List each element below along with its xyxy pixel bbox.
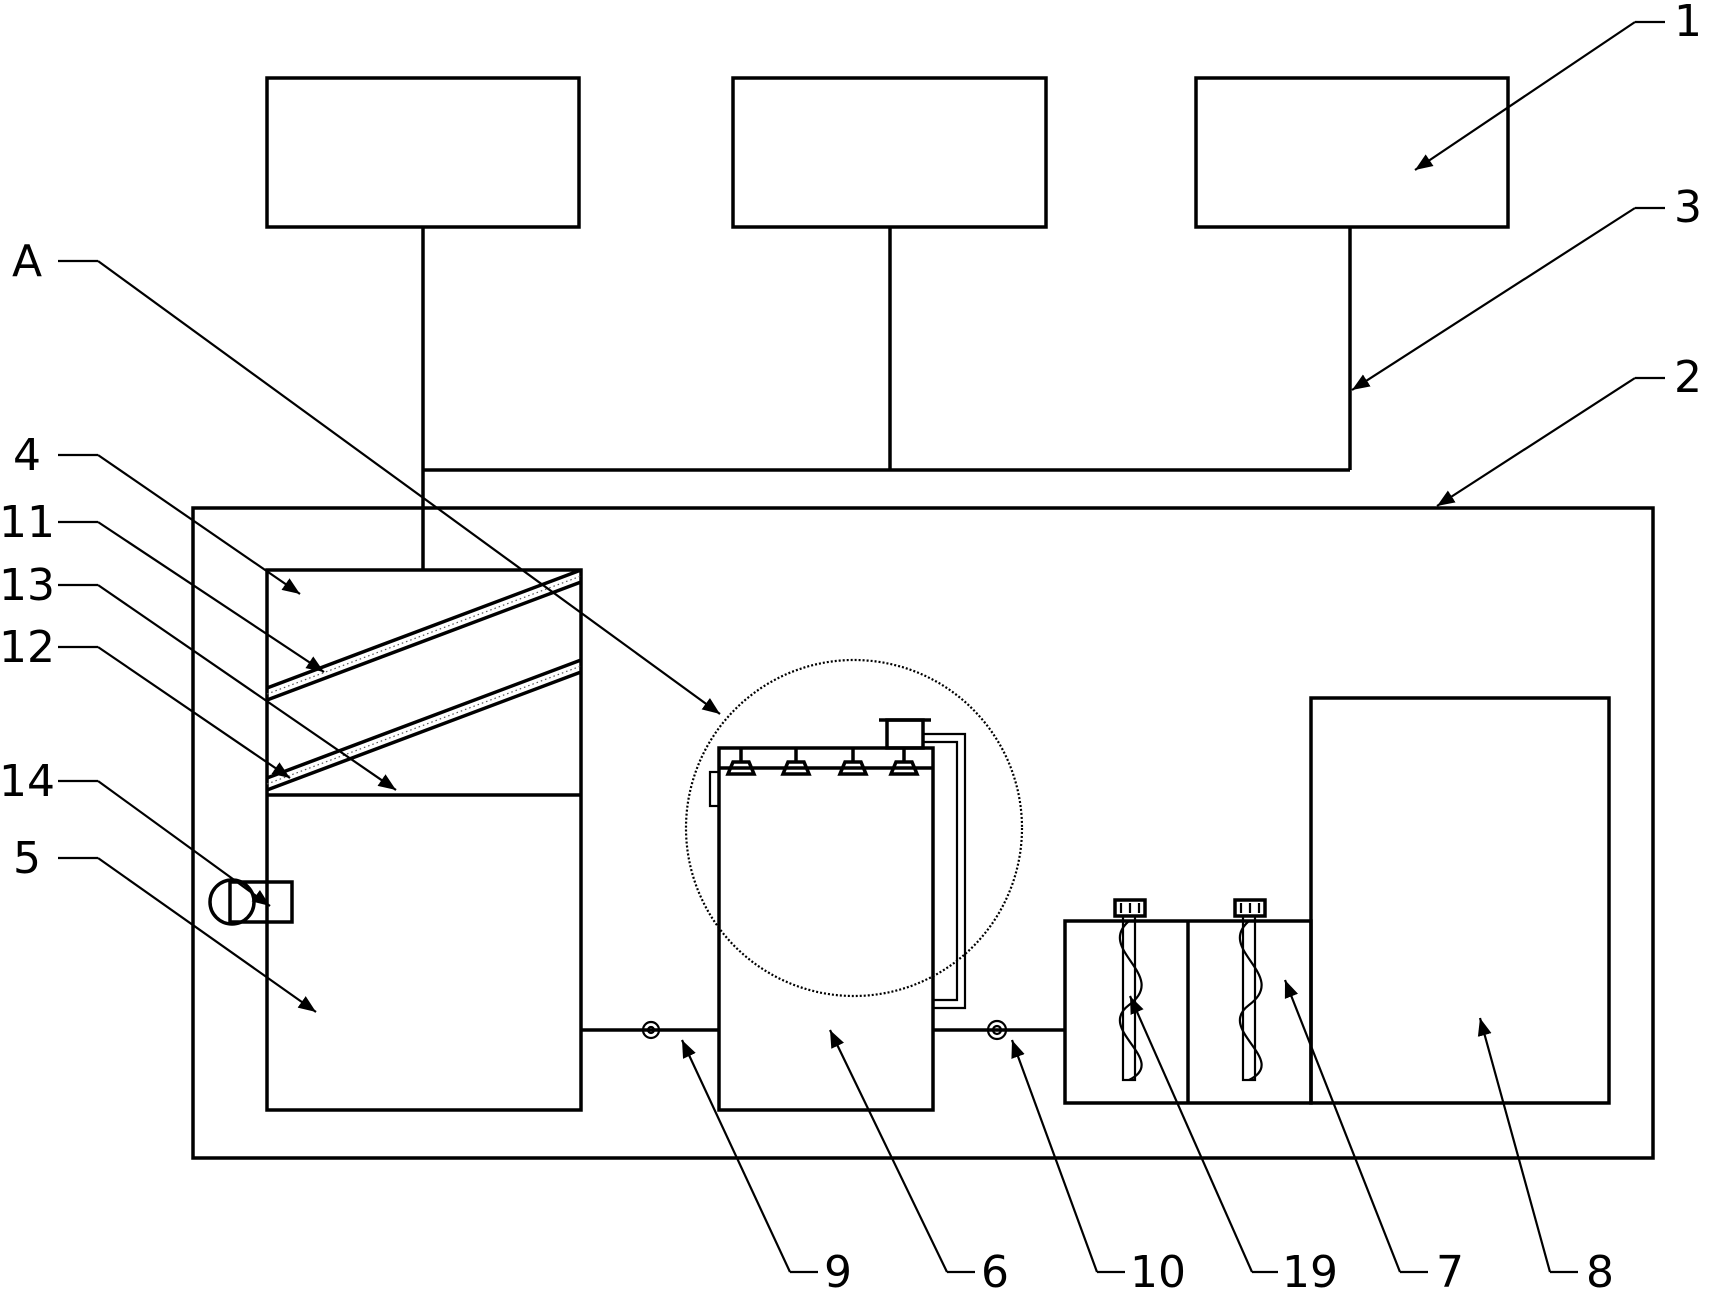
top-box-left (265, 76, 581, 229)
side-pump-circle (208, 878, 256, 926)
left-tank (208, 568, 583, 1112)
outer-frame (191, 506, 1655, 1160)
label-14: 14 (0, 756, 55, 807)
label-1: 1 (1674, 0, 1702, 47)
valve-9 (641, 1020, 661, 1040)
label-8: 8 (1586, 1247, 1614, 1298)
label-2: 2 (1674, 352, 1702, 403)
label-5: 5 (13, 833, 41, 884)
spray-nozzles (725, 748, 920, 776)
valve-10 (986, 1019, 1008, 1041)
stirrer-blade-2 (1238, 920, 1263, 1081)
label-4: 4 (13, 430, 41, 481)
top-box-middle (731, 76, 1048, 229)
detail-circle-A (684, 658, 1024, 998)
label-6: 6 (981, 1247, 1009, 1298)
top-box-right (1194, 76, 1510, 229)
middle-tank (684, 658, 1024, 1112)
label-3: 3 (1674, 182, 1702, 233)
stirrer-blade-1 (1118, 920, 1143, 1081)
label-13: 13 (0, 560, 55, 611)
pipe-right (933, 1019, 1065, 1041)
label-A: A (12, 236, 42, 287)
right-tank (1309, 696, 1611, 1105)
label-9: 9 (824, 1247, 852, 1298)
label-19: 19 (1282, 1247, 1338, 1298)
pipe-left (581, 1020, 719, 1040)
label-10: 10 (1130, 1247, 1186, 1298)
leader-lines (58, 20, 1665, 1274)
label-12: 12 (0, 622, 55, 673)
label-7: 7 (1436, 1247, 1464, 1298)
label-11: 11 (0, 497, 55, 548)
mixing-tank (1063, 898, 1313, 1105)
connection-lines (421, 227, 1352, 570)
